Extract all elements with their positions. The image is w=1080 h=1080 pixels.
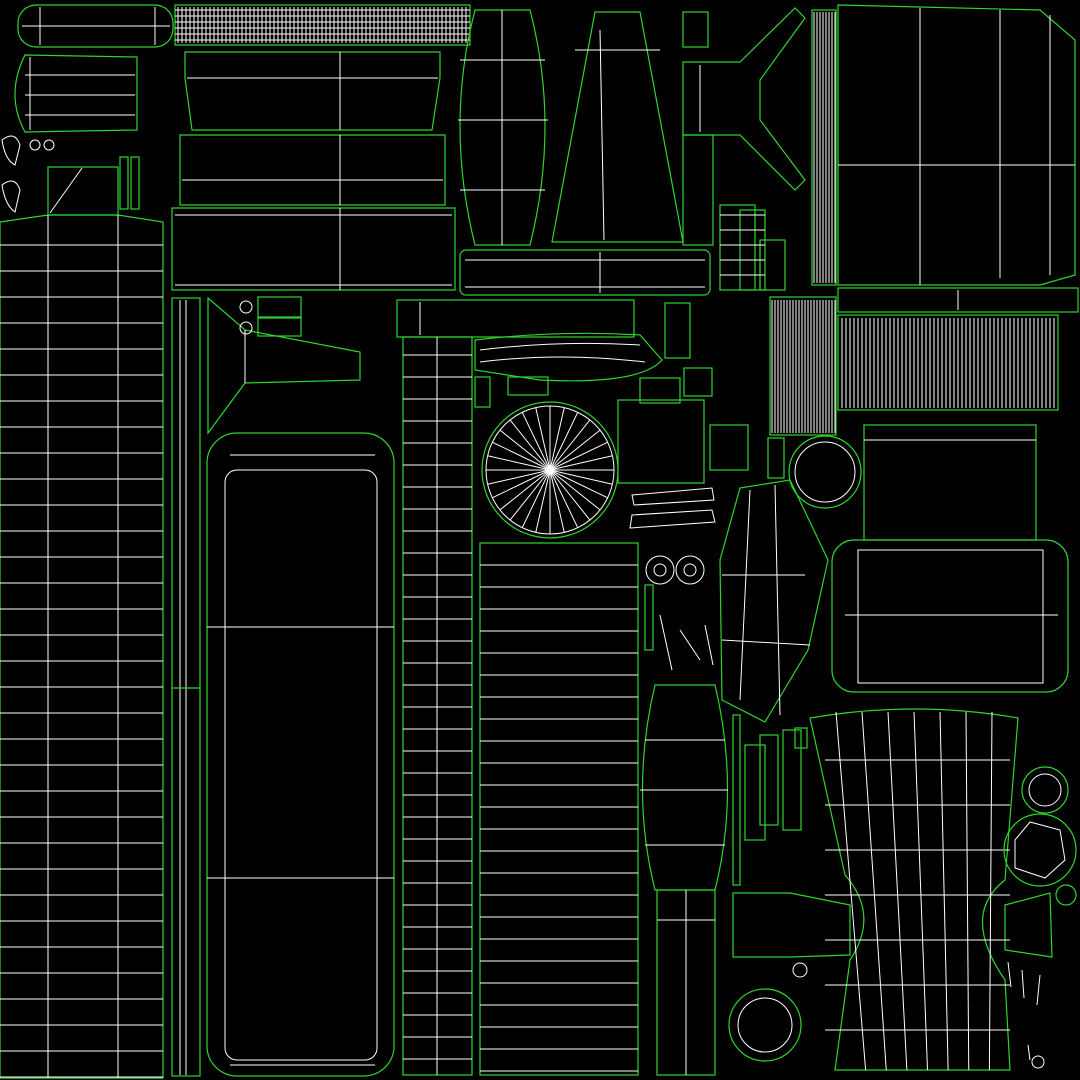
uv-edge	[521, 469, 551, 528]
uv-island-top-left-cap	[14, 54, 138, 133]
uv-edge	[549, 469, 591, 521]
uv-island-ring	[788, 435, 862, 509]
uv-island-circles	[728, 766, 1077, 1062]
uv-island-lens-bottom	[640, 684, 729, 1076]
uv-edge	[535, 407, 551, 471]
uv-edge	[549, 419, 591, 471]
uv-island-disc	[481, 401, 619, 539]
uv-island-slivers	[732, 714, 808, 886]
uv-island-right-top-block	[811, 4, 1076, 286]
uv-edge	[549, 412, 579, 471]
uv-island-hexagon	[719, 479, 829, 723]
uv-island-center-strip	[402, 336, 473, 1076]
uv-edge	[492, 469, 551, 499]
uv-edge	[549, 469, 608, 499]
uv-edge	[499, 469, 551, 511]
uv-island-thin-strip	[171, 297, 201, 1077]
uv-island-center-panel	[479, 542, 639, 1076]
uv-island-right-thin-bar	[837, 287, 1079, 313]
uv-island-bowtie	[732, 708, 1053, 1071]
uv-island-curved-strip	[474, 332, 663, 408]
uv-island-small-squares	[617, 302, 785, 484]
uv-edge	[939, 711, 949, 1071]
uv-edge	[487, 455, 551, 471]
uv-island-middle-bar	[396, 299, 635, 338]
uv-island-top-grid-strip	[174, 4, 471, 46]
uv-island-small-bits	[629, 487, 716, 671]
uv-edge	[521, 412, 551, 471]
uv-island-lens-top	[458, 9, 548, 246]
uv-edge	[509, 469, 551, 521]
uv-island-trumpet	[207, 296, 361, 435]
uv-edge	[499, 429, 551, 471]
uv-edge	[549, 429, 601, 471]
uv-edge	[913, 711, 928, 1071]
uv-island-tall-left-strip	[0, 214, 164, 1079]
uv-island-rounded-panel	[206, 432, 395, 1077]
uv-edge	[549, 469, 601, 511]
uv-edge	[535, 469, 551, 533]
uv-island-tiny-marks	[1007, 961, 1045, 1069]
uv-edge	[835, 711, 867, 1071]
uv-edge	[861, 711, 887, 1071]
uv-edge	[988, 711, 993, 1071]
uv-island-right-rounded-box	[831, 539, 1069, 693]
uv-edge	[549, 407, 565, 471]
uv-edge	[492, 441, 551, 471]
uv-edge	[509, 419, 551, 471]
uv-edge	[549, 441, 608, 471]
uv-edge	[549, 469, 565, 533]
uv-edge	[965, 711, 970, 1071]
uv-edge	[487, 469, 551, 485]
uv-island-long-bar	[459, 249, 711, 296]
uv-island-right-dense-blocks	[769, 296, 1059, 436]
uv-edge	[549, 469, 613, 485]
uv-edge	[549, 469, 579, 528]
uv-island-top-blocks	[171, 51, 456, 291]
uv-island-bracket	[682, 7, 806, 246]
uv-island-top-left-capsule	[17, 4, 174, 48]
uv-edge	[887, 711, 908, 1071]
uv-island-small-grid-pieces	[719, 204, 786, 291]
uv-edge	[549, 455, 613, 471]
